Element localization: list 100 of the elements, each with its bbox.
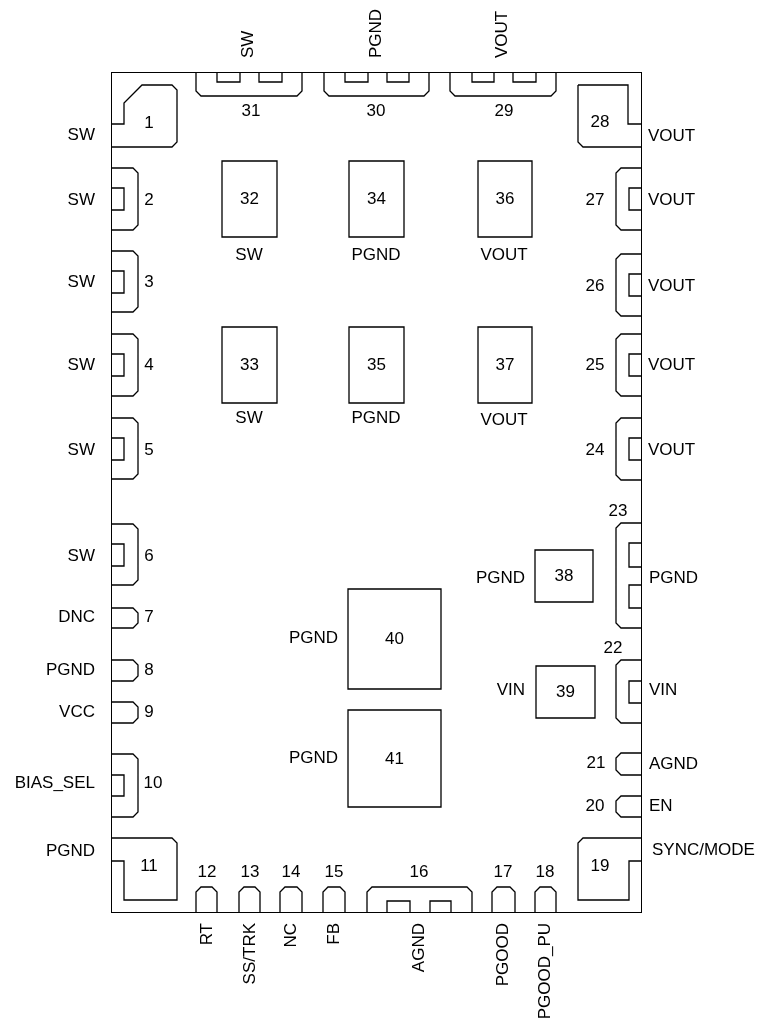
pin-name: RT (197, 923, 217, 946)
pin-number: 18 (535, 863, 555, 881)
pin-name: AGND (649, 754, 699, 774)
pin-number: 39 (556, 683, 575, 701)
pin-name: SW (67, 125, 95, 145)
pin-name: SW (67, 355, 95, 375)
pin-number: 27 (585, 191, 605, 209)
pin-number: 37 (495, 356, 515, 374)
pin-number: 16 (409, 863, 429, 881)
pin-name: BIAS_SEL (14, 773, 95, 793)
pin-number: 7 (144, 608, 154, 626)
pin-name: PGND (288, 628, 338, 648)
pin-number: 10 (143, 774, 163, 792)
pin-name: NC (281, 923, 301, 948)
pin-number: 29 (494, 102, 514, 120)
pin-number: 22 (603, 639, 623, 657)
pin-pad (349, 161, 404, 237)
pin-number: 14 (281, 863, 301, 881)
pin-name: VOUT (480, 245, 528, 265)
pin-pad (321, 862, 347, 912)
pin-name: VOUT (648, 440, 696, 460)
pin-number: 38 (554, 567, 574, 585)
pin-number: 41 (385, 749, 404, 768)
pin-number: 20 (585, 797, 605, 815)
pin-name: VOUT (648, 355, 696, 375)
pin-number: 25 (585, 356, 605, 374)
pin-pad (578, 85, 641, 148)
pin-name: PGND (366, 8, 386, 58)
pin-pad (222, 327, 277, 403)
pin-name: VOUT (492, 10, 512, 58)
pin-pad (478, 161, 532, 237)
pin-pad (583, 334, 641, 396)
pin-name: VIN (496, 680, 525, 700)
pin-number: 5 (144, 441, 154, 459)
pin-number: 35 (367, 356, 386, 374)
pin-number: 15 (324, 863, 344, 881)
pin-number: 24 (585, 441, 605, 459)
pin-pad (535, 550, 593, 602)
pin-name: VOUT (648, 276, 696, 296)
pin-number: 9 (144, 703, 154, 721)
pin-name: AGND (409, 923, 429, 973)
pin-pad (478, 327, 532, 403)
pin-name: VCC (59, 702, 95, 722)
pin-pad (367, 862, 473, 912)
pin-number: 13 (240, 863, 260, 881)
pin-name: SW (67, 440, 95, 460)
pin-number: 17 (493, 863, 513, 881)
pin-pad (194, 862, 220, 912)
pin-name: SW (67, 546, 95, 566)
pin-name: PGOOD (493, 923, 513, 987)
pin-name: PGOOD_PU (535, 923, 555, 1020)
pin-number: 28 (590, 113, 610, 131)
pin-number: 23 (608, 502, 628, 520)
pin-number: 31 (241, 102, 261, 120)
pin-pad (583, 168, 641, 230)
pin-number: 1 (144, 114, 154, 132)
pin-pad (583, 254, 641, 316)
pin-pad (112, 838, 178, 901)
pin-number: 3 (144, 273, 154, 291)
pin-name: PGND (351, 245, 401, 265)
pin-number: 34 (367, 190, 386, 208)
pin-pad (578, 838, 641, 901)
pin-number: 36 (495, 190, 515, 208)
pin-name: PGND (288, 748, 338, 768)
pin-number: 21 (586, 754, 606, 772)
pin-pad (237, 862, 263, 912)
pin-pad (349, 327, 404, 403)
pin-name: DNC (58, 607, 95, 627)
pin-name: PGND (45, 660, 95, 680)
pin-name: SS/TRK (240, 923, 260, 985)
pin-pad (348, 589, 441, 689)
pin-pad (112, 754, 165, 817)
pin-name: SYNC/MODE (652, 840, 755, 860)
pin-number: 40 (385, 630, 404, 648)
pin-pad (112, 85, 178, 148)
pin-number: 26 (585, 277, 605, 295)
pin-name: SW (235, 245, 263, 265)
pin-name: SW (67, 272, 95, 292)
pin-number: 2 (144, 191, 154, 209)
pin-number: 30 (366, 102, 386, 120)
pin-pad (348, 710, 441, 807)
pin-name: VOUT (648, 190, 696, 210)
pin-name: FB (324, 923, 344, 945)
pin-number: 32 (240, 190, 259, 208)
pin-pad (584, 752, 641, 776)
pin-number: 11 (140, 857, 158, 875)
pin-name: EN (649, 796, 673, 816)
pin-pad (584, 795, 641, 818)
pin-number: 33 (240, 356, 259, 374)
pin-name: PGND (475, 568, 525, 588)
pin-name: VIN (649, 680, 678, 700)
pin-name: SW (67, 190, 95, 210)
pin-pad (583, 418, 641, 480)
pin-name: VOUT (480, 410, 528, 430)
pin-pad (490, 862, 517, 912)
pin-number: 19 (590, 857, 610, 875)
pin-pad (222, 161, 277, 237)
pin-pad (533, 862, 558, 912)
pin-name: PGND (45, 841, 95, 861)
pin-name: SW (235, 408, 263, 428)
